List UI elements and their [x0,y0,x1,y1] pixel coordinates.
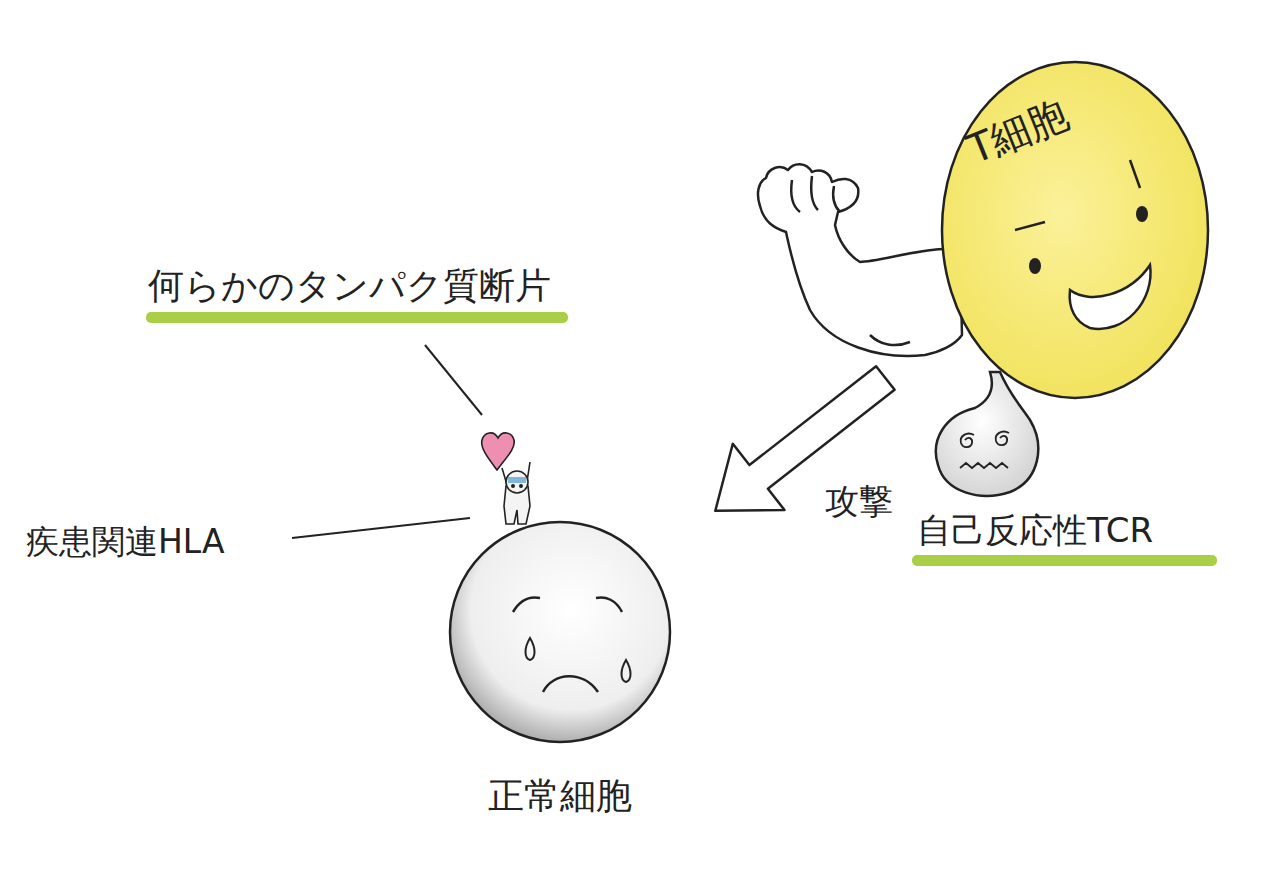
normal-cell: 正常細胞 [448,520,672,744]
arm-fist [758,164,962,356]
t-cell: T細胞 [940,60,1210,400]
t-cell-outline [940,60,1210,400]
highlight-underline [146,312,568,323]
leader-line [292,518,470,538]
normal-cell-outline [448,520,672,744]
annotation-label: 何らかのタンパク質断片 [148,262,551,311]
highlight-underline [912,555,1217,566]
hla-figure [482,433,530,524]
cell-name: 正常細胞 [488,772,632,821]
annotation-label: 自己反応性TCR [917,508,1153,554]
edge-label: 攻撃 [825,479,893,525]
tcr-bubble [936,372,1038,496]
leader-line [425,345,482,415]
annotation-label: 疾患関連HLA [26,520,225,565]
